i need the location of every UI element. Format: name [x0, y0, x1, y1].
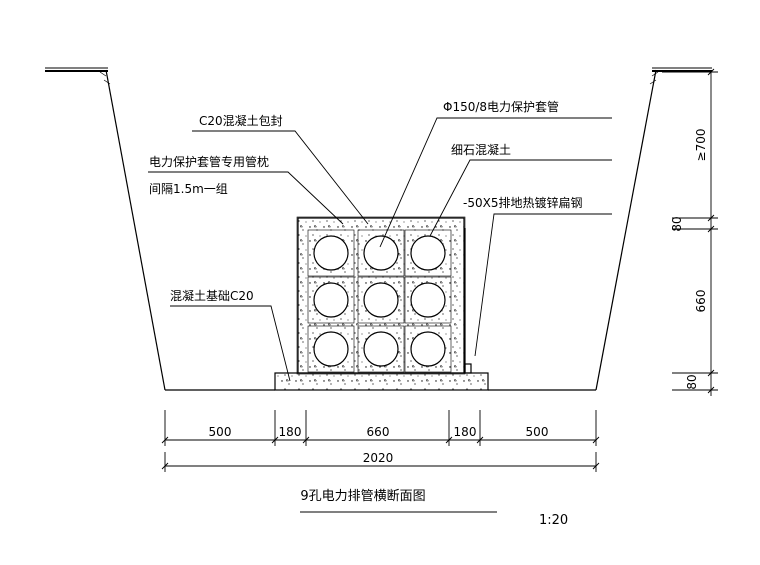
drawing-scale: 1:20 [539, 513, 568, 528]
dim-bottom-1: 500 [209, 425, 232, 439]
pipe-cell-4 [307, 276, 355, 324]
pipe-grid [307, 229, 452, 373]
leader-concrete-wrap [192, 130, 369, 225]
dim-bottom-3: 660 [367, 425, 390, 439]
dim-bottom-2: 180 [279, 425, 302, 439]
trench-wall-ticks [99, 71, 659, 85]
pipe-7 [313, 331, 349, 367]
pipe-cell-6 [404, 276, 452, 324]
dim-bottom-5: 500 [526, 425, 549, 439]
dim-right-2: 80 [670, 216, 684, 231]
label-ground-steel: -50X5排地热镀锌扁钢 [463, 196, 582, 210]
ground-surface-right [652, 67, 712, 72]
ground-surface-left [45, 67, 108, 72]
pipe-cell-8 [357, 325, 405, 373]
pipe-2 [363, 235, 399, 271]
trench-outline [105, 69, 657, 391]
right-dimension-lines [662, 68, 718, 396]
pipe-cell-1 [307, 229, 355, 277]
dim-bottom-4: 180 [454, 425, 477, 439]
dim-right-1: ≥700 [694, 129, 708, 162]
pipe-cell-2 [357, 229, 405, 277]
pipe-cell-7 [307, 325, 355, 373]
pipe-cell-5 [357, 276, 405, 324]
label-concrete-wrap: C20混凝土包封 [199, 113, 283, 128]
grounding-steel-bar [464, 228, 472, 374]
dim-right-3: 660 [694, 290, 708, 313]
pipe-1 [313, 235, 349, 271]
pipe-cell-3 [404, 229, 452, 277]
label-spacer-line1: 电力保护套管专用管枕 [149, 154, 269, 169]
label-base-concrete: 混凝土基础C20 [170, 288, 254, 303]
leader-lines [148, 117, 612, 382]
label-spacer-line2: 间隔1.5m一组 [149, 182, 228, 196]
label-pipe: Φ150/8电力保护套管 [443, 99, 559, 114]
bottom-dimension-lines [161, 410, 600, 472]
leader-ground-steel [474, 213, 612, 357]
drawing-title: 9孔电力排管横断面图 [300, 489, 425, 504]
leader-fine-concrete [429, 159, 612, 237]
leader-base-concrete [170, 305, 291, 382]
pipe-8 [363, 331, 399, 367]
leader-pipe [379, 117, 612, 248]
dim-right-4: 80 [685, 374, 699, 389]
label-fine-concrete: 细石混凝土 [451, 142, 511, 157]
leader-spacer [148, 171, 344, 225]
pipe-3 [410, 235, 446, 271]
concrete-base [274, 372, 489, 391]
pipe-5 [363, 282, 399, 318]
pipe-6 [410, 282, 446, 318]
pipe-4 [313, 282, 349, 318]
pipe-9 [410, 331, 446, 367]
pipe-cell-9 [404, 325, 452, 373]
dim-total: 2020 [363, 451, 394, 465]
